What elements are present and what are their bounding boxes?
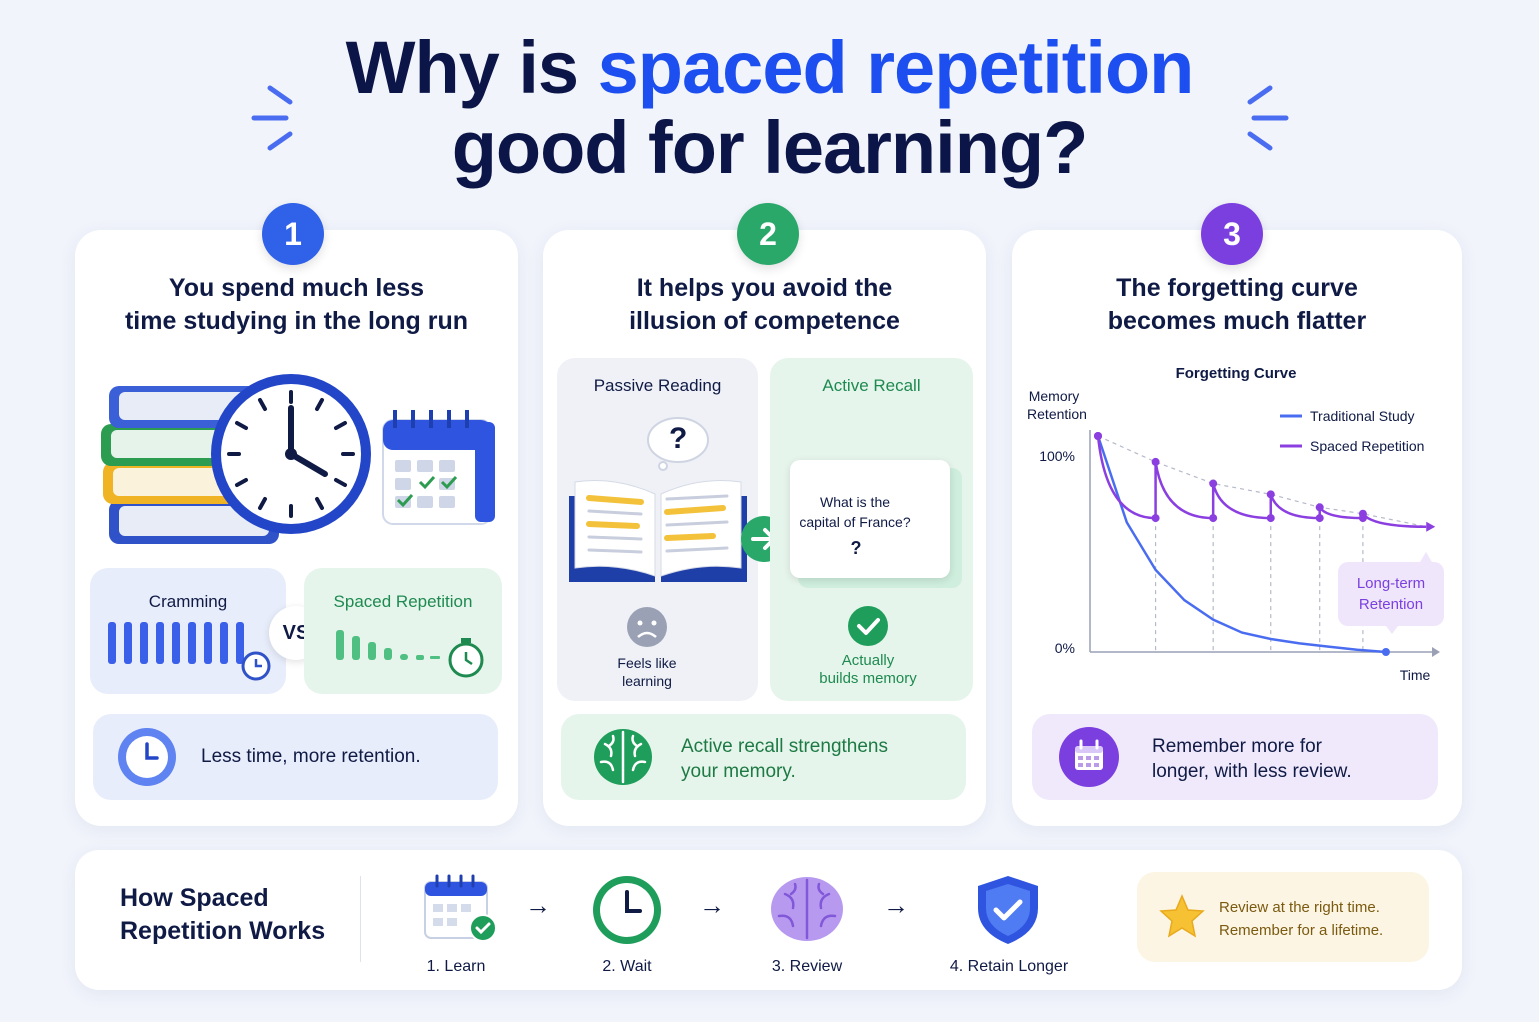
- x-axis-arrow: [1432, 647, 1440, 657]
- active-label: Active Recall: [822, 376, 921, 395]
- step-arrow-2: →: [699, 890, 725, 920]
- study-illustration: [101, 374, 495, 544]
- review-point-0: [1094, 432, 1102, 440]
- thought-question: ?: [669, 422, 688, 455]
- callout-remember: Remember more for longer, with less revi…: [1032, 714, 1438, 800]
- step-wait: 2. Wait: [602, 958, 652, 975]
- flashcard-mark: ?: [850, 538, 862, 558]
- annotation-line2: Retention: [1359, 596, 1423, 613]
- card-heading: You spend much less time studying in the…: [124, 274, 469, 335]
- flashcard: What is the capital of France? ?: [790, 460, 950, 578]
- series-traditional-study: [1096, 435, 1386, 654]
- callout-less-time: Less time, more retention.: [93, 714, 498, 800]
- legend-spaced: Spaced Repetition: [1310, 438, 1424, 454]
- wait-clock-icon: [593, 876, 661, 944]
- review-points: [1094, 432, 1367, 523]
- footer-title: How Spaced Repetition Works: [120, 884, 326, 945]
- cramming-label: Cramming: [148, 592, 228, 611]
- check-circle-icon: [848, 606, 888, 646]
- callout-text: Remember more for longer, with less revi…: [1152, 736, 1352, 782]
- small-clock-icon: [241, 651, 271, 681]
- spaced-bars: [336, 630, 484, 678]
- step-review: 3. Review: [771, 958, 843, 975]
- learn-calendar-icon: [424, 874, 497, 942]
- passive-caption: Feels like learning: [617, 655, 677, 689]
- y-axis-label-line1: Memory: [1029, 388, 1080, 404]
- calendar-icon: [382, 410, 495, 525]
- star-icon: [1159, 894, 1205, 938]
- x-axis-label: Time: [1400, 667, 1431, 683]
- active-recall-panel: Active Recall What is the capital of Fra…: [770, 358, 973, 701]
- open-book-icon: [569, 480, 747, 582]
- step-badge-3: 3: [1201, 203, 1263, 265]
- review-brain-icon: [771, 877, 843, 941]
- step-badge-2: 2: [737, 203, 799, 265]
- review-point-4: [1315, 514, 1324, 523]
- review-markers: [1154, 518, 1364, 652]
- card-illusion: It helps you avoid the illusion of compe…: [543, 230, 986, 826]
- cramming-bars: [108, 622, 271, 681]
- footer-divider: [360, 876, 361, 962]
- traditional-end-point: [1381, 648, 1390, 656]
- forgetting-curve-chart: Forgetting Curve Memory Retention 100% 0…: [1027, 365, 1444, 683]
- spark-left-icon: [251, 85, 293, 151]
- review-point-5: [1358, 509, 1367, 518]
- step-retain: 4. Retain Longer: [949, 958, 1069, 975]
- step-learn: 1. Learn: [426, 958, 486, 975]
- legend-traditional: Traditional Study: [1310, 408, 1415, 424]
- title-line-1: Why is spaced repetition: [345, 26, 1195, 109]
- review-point-3: [1266, 490, 1275, 499]
- card-study-time: You spend much less time studying in the…: [75, 230, 518, 826]
- passive-reading-panel: Passive Reading ? Feels like learning: [557, 358, 758, 701]
- spaced-label: Spaced Repetition: [333, 592, 473, 611]
- active-caption: Actually builds memory: [819, 652, 917, 687]
- y-tick-0: 0%: [1055, 640, 1075, 656]
- brain-icon: [594, 729, 652, 785]
- callout-text: Less time, more retention.: [201, 746, 421, 767]
- review-point-1: [1151, 514, 1160, 523]
- calendar-badge-icon: [1059, 727, 1119, 787]
- review-point-4: [1315, 503, 1324, 512]
- page-title: Why is spaced repetition good for learni…: [0, 28, 1539, 188]
- title-accent: spaced repetition: [597, 26, 1195, 109]
- chart-title: Forgetting Curve: [1176, 365, 1297, 382]
- annotation-line1: Long-term: [1357, 575, 1425, 592]
- series-arrow-head: [1426, 521, 1436, 532]
- callout-active-recall: Active recall strengthens your memory.: [561, 714, 966, 800]
- card-forgetting-curve: The forgetting curve becomes much flatte…: [1012, 230, 1462, 826]
- review-point-1: [1151, 457, 1160, 466]
- clock-badge-icon: [118, 728, 176, 786]
- title-line-2: good for learning?: [451, 106, 1089, 189]
- spaced-panel: Spaced Repetition: [304, 568, 502, 694]
- spark-right-icon: [1247, 85, 1289, 151]
- card-heading: The forgetting curve becomes much flatte…: [1107, 274, 1367, 335]
- callout-text: Active recall strengthens your memory.: [681, 736, 888, 782]
- long-term-annotation: Long-term Retention: [1338, 552, 1444, 634]
- tip-text: Review at the right time. Remember for a…: [1219, 899, 1384, 939]
- y-axis-label-line2: Retention: [1027, 406, 1087, 422]
- review-point-3: [1266, 514, 1275, 523]
- flashcard-question: What is the capital of France?: [799, 494, 911, 530]
- step-arrow-3: →: [883, 890, 909, 920]
- tip-box: Review at the right time. Remember for a…: [1137, 872, 1429, 962]
- review-point-2: [1209, 479, 1218, 488]
- chart-legend: Traditional Study Spaced Repetition: [1280, 408, 1424, 454]
- clock-icon: [211, 374, 371, 534]
- passive-label: Passive Reading: [593, 376, 722, 395]
- step-badge-1: 1: [262, 203, 324, 265]
- y-tick-100: 100%: [1039, 448, 1075, 464]
- cramming-panel: Cramming: [90, 568, 286, 694]
- card-heading: It helps you avoid the illusion of compe…: [629, 274, 900, 335]
- sad-face-icon: [627, 607, 667, 647]
- how-it-works-bar: How Spaced Repetition Works 1. Learn → 2…: [75, 850, 1462, 990]
- stopwatch-icon: [448, 638, 484, 678]
- thought-bubble-icon: [647, 417, 709, 471]
- retain-shield-icon: [978, 876, 1038, 944]
- review-point-2: [1209, 514, 1218, 523]
- step-arrow-1: →: [525, 890, 551, 920]
